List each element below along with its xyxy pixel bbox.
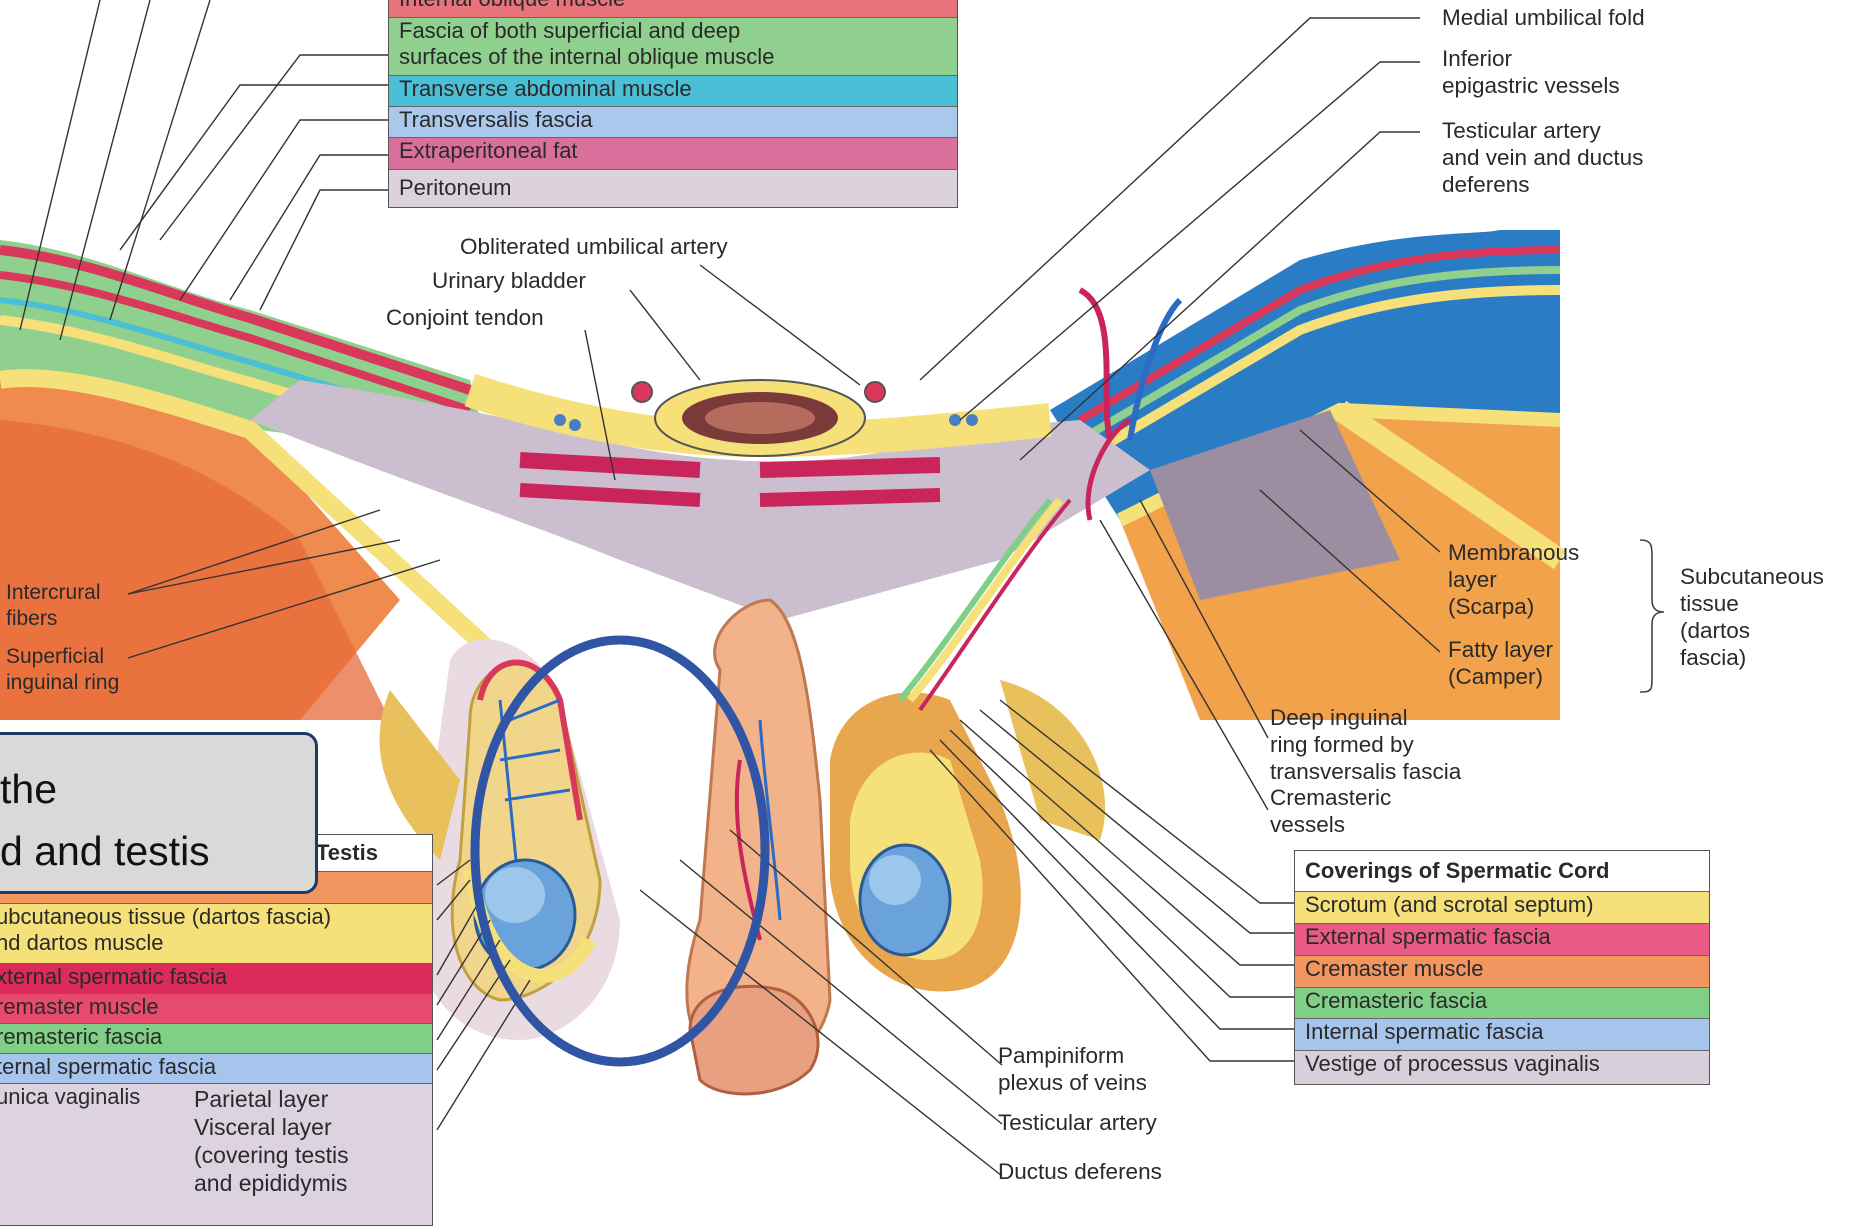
label-urinary-bladder: Urinary bladder (432, 267, 586, 294)
key-row-peritoneum: Peritoneum (389, 169, 957, 207)
key-row-transversalis-fascia: Transversalis fascia (389, 106, 957, 137)
label-inferior-epigastric: Inferior epigastric vessels (1442, 45, 1620, 99)
testis-key-row-external-spermatic: xternal spermatic fascia (0, 963, 432, 993)
label-deep-inguinal-ring: Deep inguinal ring formed by transversal… (1270, 704, 1461, 785)
label-medial-umbilical-fold: Medial umbilical fold (1442, 4, 1645, 31)
right-scrotal-fold (1000, 680, 1105, 840)
label-intercrural-fibers: Intercrural fibers (6, 580, 101, 632)
label-membranous-layer: Membranous layer (Scarpa) (1448, 539, 1579, 620)
label-ductus-deferens: Ductus deferens (998, 1158, 1162, 1185)
key-row-internal-oblique-fascia: Fascia of both superficial and deep surf… (389, 17, 957, 75)
abdominal-layers-key: Internal oblique muscle Fascia of both s… (388, 0, 958, 208)
subcutaneous-brace (1640, 540, 1664, 692)
label-subcutaneous-tissue: Subcutaneous tissue (dartos fascia) (1680, 563, 1824, 671)
cord-key-row-cremaster: Cremaster muscle (1295, 955, 1709, 987)
label-pampiniform-plexus: Pampiniform plexus of veins (998, 1042, 1147, 1096)
key-row-extraperitoneal-fat: Extraperitoneal fat (389, 137, 957, 169)
testis-key-tunica-layers: Parietal layer Visceral layer (covering … (194, 1085, 349, 1197)
label-obliterated-umbilical-artery: Obliterated umbilical artery (460, 233, 728, 260)
testis-key-row-cremasteric-fascia: remasteric fascia (0, 1023, 432, 1053)
label-testicular-artery-vein-ductus: Testicular artery and vein and ductus de… (1442, 117, 1643, 198)
cord-key-row-cremasteric-fascia: Cremasteric fascia (1295, 987, 1709, 1018)
callout-text: the d and testis (0, 758, 210, 882)
label-cremasteric-vessels: Cremasteric vessels (1270, 784, 1391, 838)
label-conjoint-tendon: Conjoint tendon (386, 304, 544, 331)
cord-key-row-scrotum: Scrotum (and scrotal septum) (1295, 891, 1709, 923)
testis-key-row-internal-spermatic: ternal spermatic fascia (0, 1053, 432, 1083)
label-fatty-layer: Fatty layer (Camper) (1448, 636, 1553, 690)
testis-key-row-cremaster: remaster muscle (0, 993, 432, 1023)
spermatic-cord-key: Coverings of Spermatic Cord Scrotum (and… (1294, 850, 1710, 1085)
key-row-internal-oblique: Internal oblique muscle (389, 0, 957, 17)
label-superficial-inguinal-ring: Superficial inguinal ring (6, 644, 119, 696)
key-row-transverse-abdominal: Transverse abdominal muscle (389, 75, 957, 106)
label-testicular-artery: Testicular artery (998, 1109, 1157, 1136)
testis-key-row-subcutaneous: ubcutaneous tissue (dartos fascia) nd da… (0, 903, 432, 963)
cord-key-row-external-spermatic: External spermatic fascia (1295, 923, 1709, 955)
cord-key-title: Coverings of Spermatic Cord (1295, 851, 1709, 891)
cord-key-row-internal-spermatic: Internal spermatic fascia (1295, 1018, 1709, 1050)
cord-key-row-vestige: Vestige of processus vaginalis (1295, 1050, 1709, 1084)
